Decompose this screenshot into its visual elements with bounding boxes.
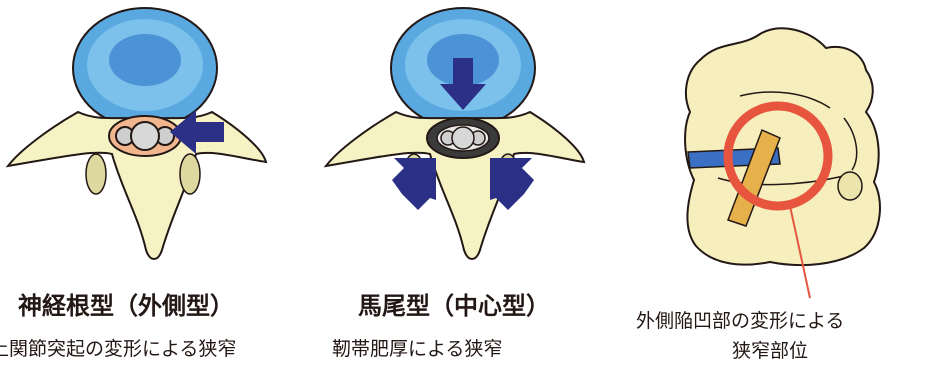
panel-caption-line1: 外側陥凹部の変形による: [636, 306, 844, 333]
vertebra-central-illustration: [318, 0, 618, 270]
panel-caption: 靭帯肥厚による狭窄: [332, 334, 502, 361]
panel-title: 神経根型（外側型）: [18, 286, 234, 321]
disc-nucleus: [109, 34, 181, 86]
panel-title: 馬尾型（中心型）: [358, 286, 550, 321]
vertebral-body: [685, 28, 880, 265]
dural-sac: [452, 127, 474, 149]
vertebra-side-illustration: [630, 0, 925, 300]
compression-arrow-left: [392, 158, 436, 210]
panel-cauda-equina-type: 馬尾型（中心型） 靭帯肥厚による狭窄: [318, 0, 618, 368]
dural-sac: [131, 122, 159, 150]
panel-caption-line2: 狭窄部位: [732, 336, 808, 363]
panel-caption: 上関節突起の変形による狭窄: [0, 334, 236, 361]
vertebra-lateral-illustration: [0, 0, 300, 270]
panel-nerve-root-type: 神経根型（外側型） 上関節突起の変形による狭窄: [0, 0, 300, 368]
panel-lateral-recess: 外側陥凹部の変形による 狭窄部位: [630, 0, 925, 368]
